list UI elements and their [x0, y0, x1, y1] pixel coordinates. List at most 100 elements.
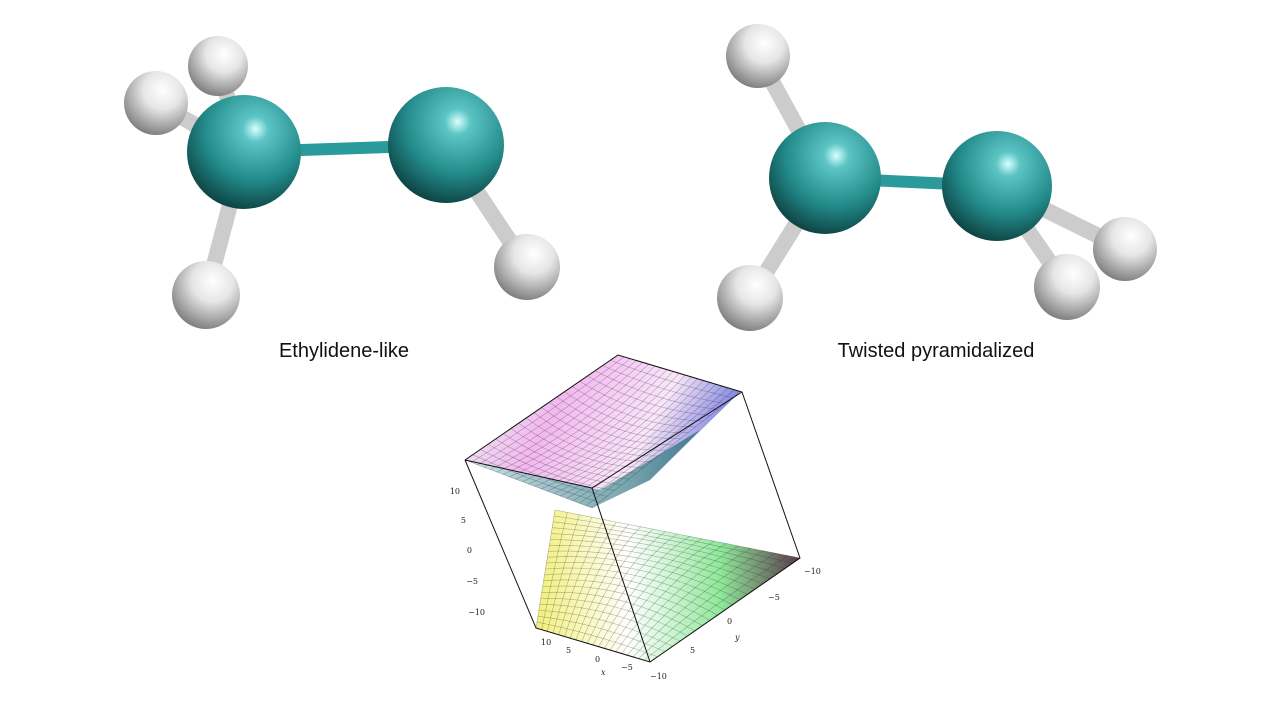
mesh-line [542, 585, 703, 626]
mesh-line [554, 515, 793, 564]
mesh-line [502, 365, 655, 475]
mesh-line [644, 555, 788, 661]
mesh-line [579, 388, 728, 504]
mesh-line [515, 369, 668, 480]
mesh-line [553, 521, 786, 569]
x-tick: 10 [541, 638, 551, 647]
x-tick: −5 [621, 663, 633, 672]
mesh-line [632, 550, 764, 658]
mesh-line [464, 459, 593, 509]
carbon-atom [769, 122, 881, 234]
mesh-line [550, 539, 763, 585]
twisted-pyramidalized-label: Twisted pyramidalized [837, 340, 1035, 362]
x-tick: −10 [650, 672, 667, 681]
y-tick: −10 [804, 567, 821, 576]
hydrogen-atom [494, 234, 560, 300]
mesh-line [543, 579, 711, 621]
z-tick: −10 [468, 608, 485, 617]
mesh-line [592, 533, 678, 646]
mesh-line [598, 536, 690, 647]
mesh-line [585, 389, 735, 506]
mesh-line [541, 512, 568, 630]
mesh-line [626, 548, 752, 656]
mesh-line [477, 358, 631, 466]
mesh-line [556, 396, 681, 439]
y-tick: 0 [727, 617, 732, 626]
conical-intersection-plot: 10 5 0 −5 −10 10 5 0 −5 −10 x −10 −5 0 5… [450, 354, 821, 681]
mesh-line [553, 380, 704, 494]
carbon-atom [942, 131, 1052, 241]
mesh-line [581, 528, 654, 642]
hydrogen-atom [726, 24, 790, 88]
mesh-line [571, 386, 696, 428]
mesh-line [541, 376, 692, 490]
mesh-line [546, 561, 733, 606]
mesh-line [575, 526, 641, 641]
mesh-line [518, 423, 644, 468]
mesh-line [609, 540, 715, 651]
axis-ticks: 10 5 0 −5 −10 10 5 0 −5 −10 x −10 −5 0 5… [450, 487, 821, 681]
mesh-line [528, 373, 680, 485]
mesh-line [548, 402, 674, 445]
mesh-line [602, 365, 726, 404]
mesh-line [522, 371, 674, 482]
mesh-line [472, 454, 600, 503]
mesh-line [594, 370, 718, 410]
mesh-line [495, 438, 622, 486]
hydrogen-atom [1093, 217, 1157, 281]
lower-surface [536, 510, 800, 662]
hydrogen-atom [717, 265, 783, 331]
ethylidene-like-molecule [124, 36, 560, 329]
mesh-line [552, 517, 593, 634]
mesh-line [549, 545, 756, 590]
mesh-line [545, 567, 726, 611]
mesh-line [533, 412, 659, 457]
twisted-pyramidalized-molecule [717, 24, 1157, 331]
mesh-line [539, 604, 681, 642]
carbon-atom [388, 87, 504, 203]
mesh-line [548, 550, 748, 595]
hydrogen-atom [172, 261, 240, 329]
mesh-line [483, 360, 637, 468]
mesh-line [591, 391, 741, 509]
y-tick: −5 [768, 593, 780, 602]
ethylidene-like-label: Ethylidene-like [278, 340, 410, 362]
mesh-line [471, 356, 625, 463]
mesh-line [535, 509, 556, 629]
mesh-line [503, 433, 630, 480]
z-tick: −5 [466, 577, 478, 586]
mesh-line [541, 407, 667, 451]
mesh-line [510, 428, 637, 474]
mesh-line [610, 359, 733, 399]
mesh-line [566, 384, 716, 499]
mesh-line [547, 378, 698, 492]
x-tick: 5 [566, 646, 571, 655]
mesh-line [551, 533, 771, 580]
z-tick: 5 [461, 516, 466, 525]
mesh-line [536, 621, 658, 658]
mesh-line [569, 524, 629, 639]
mesh-line [509, 367, 661, 478]
mesh-line [544, 573, 718, 616]
bounding-box [464, 354, 801, 663]
mesh-line [564, 391, 689, 433]
mesh-line [560, 382, 710, 497]
mesh-line [487, 443, 615, 491]
mesh-line [547, 556, 741, 600]
z-tick: 0 [467, 546, 472, 555]
mesh-line [490, 362, 643, 470]
x-tick: 0 [595, 655, 600, 664]
mesh-line [552, 527, 778, 574]
y-tick: 5 [690, 646, 695, 655]
hydrogen-atom [124, 71, 188, 135]
mesh-line [579, 380, 704, 422]
mesh-line [534, 375, 686, 487]
mesh-line [615, 543, 727, 652]
mesh-line [638, 552, 776, 659]
hydrogen-atom [1034, 254, 1100, 320]
mesh-line [621, 545, 739, 654]
mesh-line [547, 514, 580, 632]
z-tick: 10 [450, 487, 460, 496]
